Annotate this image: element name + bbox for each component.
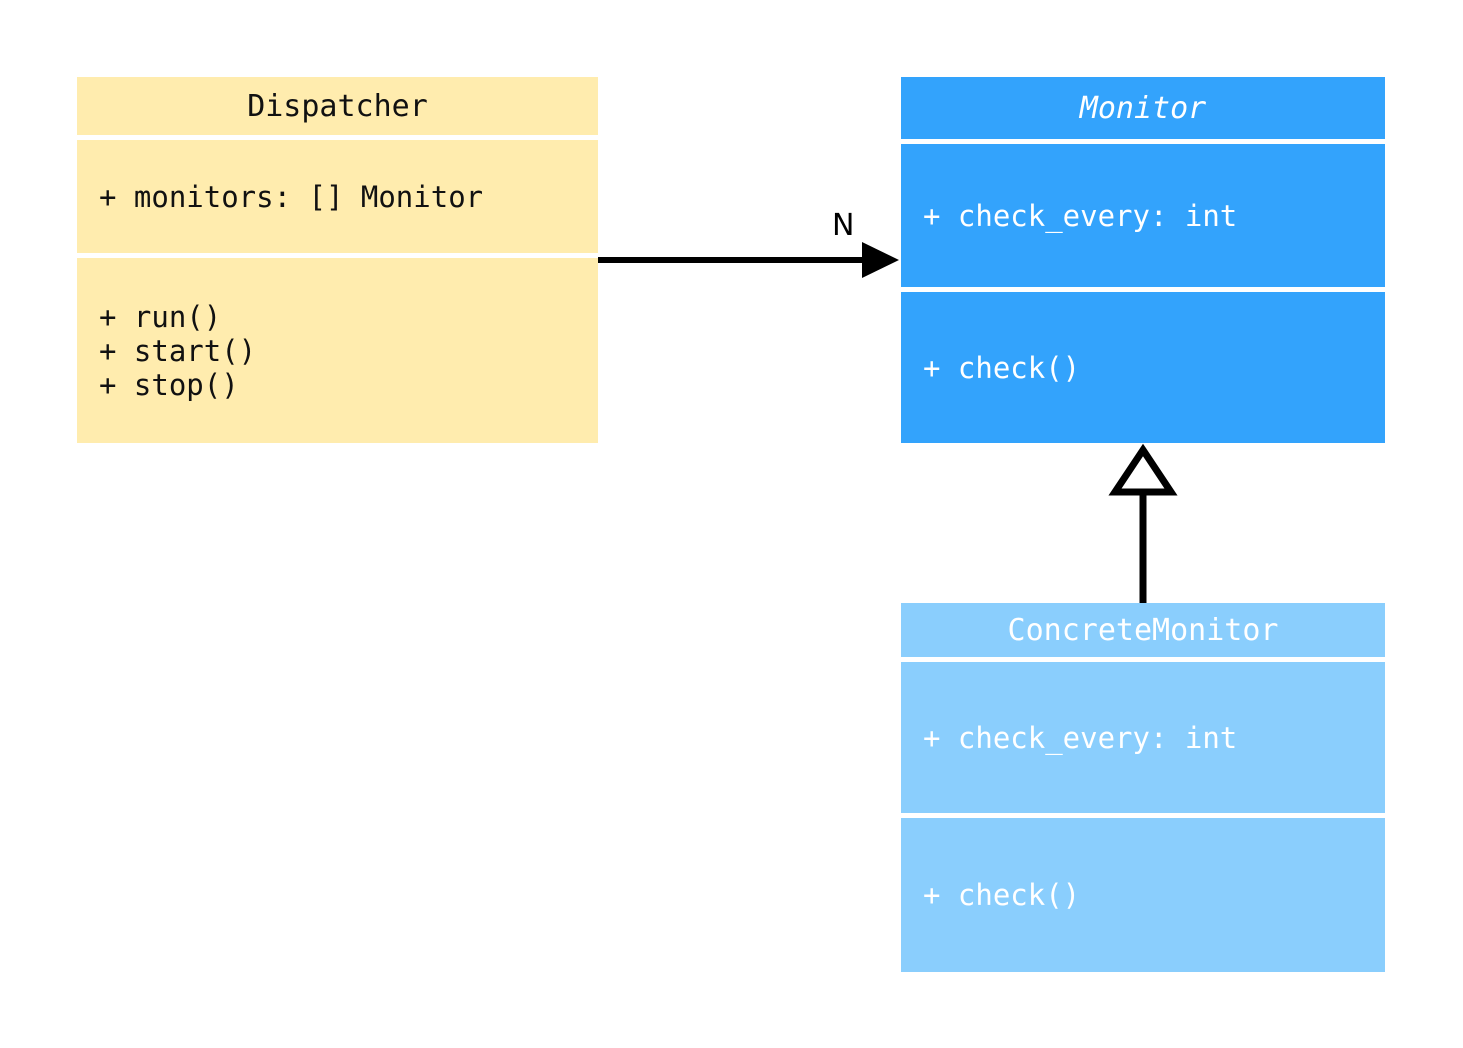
class-title-monitor: Monitor [1079, 90, 1207, 126]
hollow-triangle-arrowhead-icon [1108, 443, 1178, 496]
class-methods-monitor: + check() [901, 287, 1385, 443]
class-attributes-concrete-monitor: + check_every: int [901, 657, 1385, 813]
class-methods-dispatcher: + run() + start() + stop() [77, 253, 598, 443]
attribute-row: + check_every: int [923, 198, 1238, 233]
filled-arrowhead-icon [862, 242, 899, 278]
association-multiplicity-label: N [832, 208, 855, 243]
class-title-concrete-monitor: ConcreteMonitor [1007, 612, 1279, 648]
method-row: + check() [923, 878, 1081, 912]
method-row: + stop() [99, 367, 239, 402]
class-box-dispatcher[interactable]: Dispatcher + monitors: [] Monitor + run(… [77, 77, 598, 443]
method-row: + start() [99, 333, 257, 368]
class-attributes-dispatcher: + monitors: [] Monitor [77, 135, 598, 253]
association-dispatcher-to-monitor [598, 242, 899, 278]
attribute-row: + check_every: int [923, 720, 1238, 755]
method-row: + run() [99, 299, 222, 334]
class-title-dispatcher: Dispatcher [247, 88, 428, 124]
attribute-row: + monitors: [] Monitor [99, 179, 484, 214]
generalization-concrete-monitor-to-monitor [1108, 443, 1178, 603]
class-attributes-monitor: + check_every: int [901, 139, 1385, 287]
class-methods-concrete-monitor: + check() [901, 813, 1385, 972]
method-row: + check() [923, 350, 1081, 385]
class-box-concrete-monitor[interactable]: ConcreteMonitor + check_every: int + che… [901, 603, 1385, 972]
class-box-monitor[interactable]: Monitor + check_every: int + check() [901, 77, 1385, 443]
